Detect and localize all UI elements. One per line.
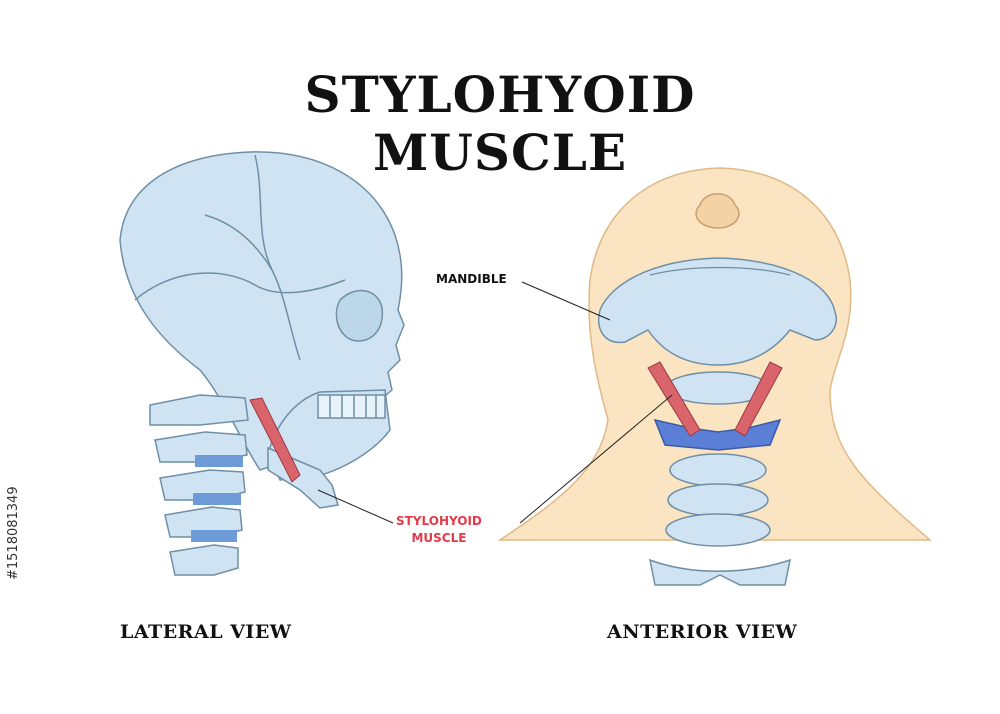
lateral-cervical-spine — [149, 394, 249, 576]
mandible-teeth-line — [649, 266, 791, 276]
lateral-stylohyoid-muscle — [249, 397, 301, 483]
title-line-1: STYLOHYOID — [304, 65, 696, 124]
anterior-stylohyoid-muscle-right — [734, 361, 783, 437]
muscle-label-line-1: STYLOHYOID — [396, 514, 482, 528]
muscle-leader-line-anterior — [519, 394, 673, 524]
muscle-leader-line-lateral — [317, 489, 394, 524]
anterior-stylohyoid-muscle-left — [647, 361, 701, 437]
title-line-2: MUSCLE — [372, 123, 628, 182]
muscle-label-line-2: MUSCLE — [411, 531, 467, 545]
mandible-label: MANDIBLE — [436, 272, 507, 286]
mandible-leader-line — [521, 281, 611, 321]
stock-image-id: #1518081349 — [6, 486, 21, 580]
stylohyoid-muscle-label: STYLOHYOID MUSCLE — [396, 513, 482, 547]
lateral-view-label: LATERAL VIEW — [120, 621, 292, 643]
anterior-view-label: ANTERIOR VIEW — [607, 621, 798, 643]
anterior-mandible — [598, 257, 837, 366]
lateral-skull — [119, 151, 405, 509]
nose-shape — [695, 193, 740, 229]
